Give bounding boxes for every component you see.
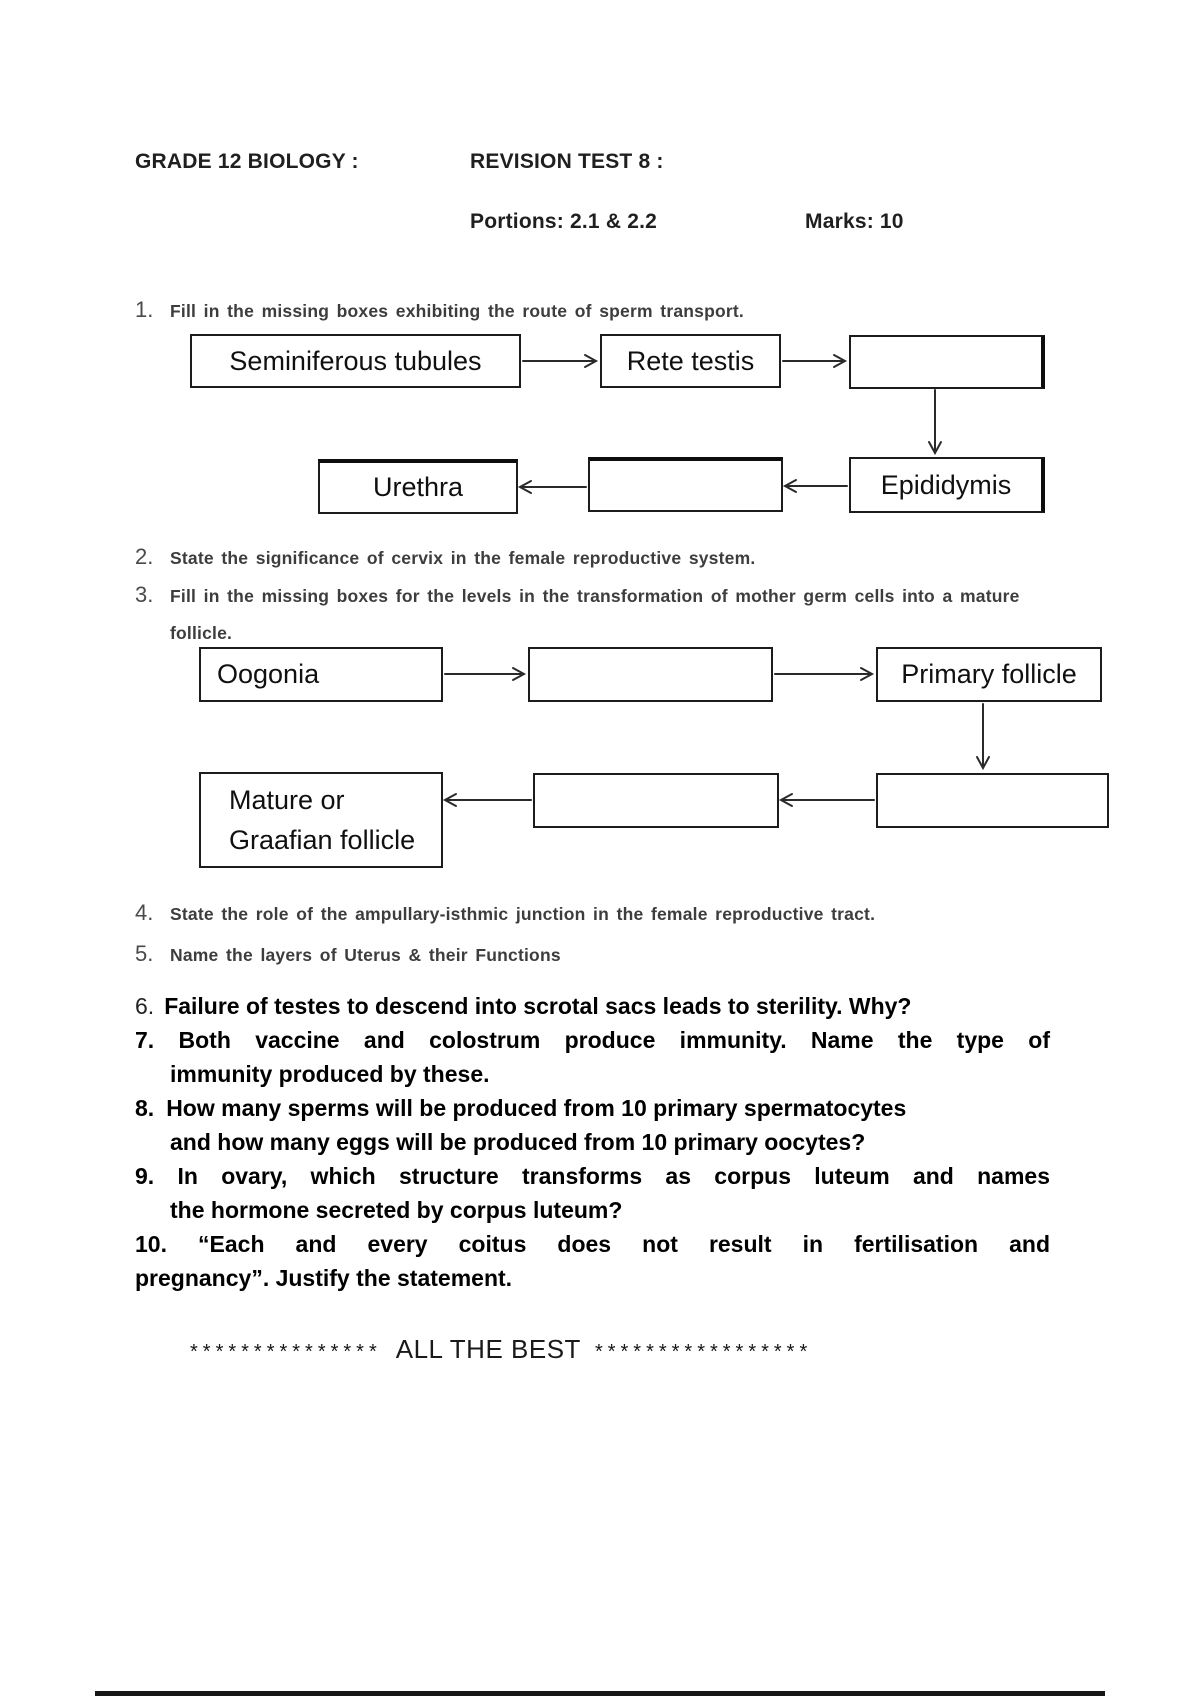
flowchart-box-mature-graafian-follicle: Mature or Graafian follicle <box>199 772 443 868</box>
question-5-text: Name the layers of Uterus & their Functi… <box>170 945 561 965</box>
question-10: 10. “Each and every coitus does not resu… <box>135 1227 1050 1295</box>
arrow-left-icon <box>782 479 848 493</box>
flowchart-box-urethra: Urethra <box>318 459 518 514</box>
question-2-number: 2. <box>135 544 154 569</box>
question-2-text: State the significance of cervix in the … <box>170 548 756 568</box>
question-7-text-line-1: Both vaccine and colostrum produce immun… <box>178 1027 1051 1053</box>
marks-label: Marks: 10 <box>805 210 904 233</box>
question-9-text-line-2: the hormone secreted by corpus luteum? <box>170 1197 623 1223</box>
flowchart-blank-box <box>588 457 783 512</box>
flowchart-box-epididymis: Epididymis <box>849 457 1045 513</box>
question-3-number: 3. <box>135 582 154 607</box>
question-9-text-line-1: In ovary, which structure transforms as … <box>177 1163 1051 1189</box>
question-3: 3. Fill in the missing boxes for the lev… <box>135 578 1070 652</box>
question-1: 1. Fill in the missing boxes exhibiting … <box>135 293 1050 330</box>
test-title: REVISION TEST 8 : <box>470 150 664 173</box>
question-6-number: 6. <box>135 993 155 1019</box>
question-6-text: Failure of testes to descend into scrota… <box>164 993 912 1019</box>
bold-question-block: 6. Failure of testes to descend into scro… <box>135 989 1050 1295</box>
flowchart-box-primary-follicle: Primary follicle <box>876 647 1102 702</box>
question-8-text-line-1: How many sperms will be produced from 10… <box>166 1095 907 1121</box>
question-8: 8. How many sperms will be produced from … <box>135 1091 1050 1159</box>
question-3-text-line-1: Fill in the missing boxes for the levels… <box>170 586 1020 606</box>
flowchart-blank-box <box>849 335 1045 389</box>
question-9-number: 9. <box>135 1163 155 1189</box>
footer-message: ALL THE BEST <box>395 1334 581 1364</box>
question-5: 5. Name the layers of Uterus & their Fun… <box>135 937 1070 974</box>
arrow-right-icon <box>782 354 848 368</box>
arrow-right-icon <box>444 667 527 681</box>
question-8-number: 8. <box>135 1095 155 1121</box>
footer: *************** ALL THE BEST ***********… <box>190 1334 812 1365</box>
question-2: 2. State the significance of cervix in t… <box>135 540 1050 577</box>
flowchart-box-rete-testis: Rete testis <box>600 334 781 388</box>
question-8-text-line-2: and how many eggs will be produced from … <box>170 1129 866 1155</box>
course-title: GRADE 12 BIOLOGY : <box>135 150 359 173</box>
portions-label: Portions: 2.1 & 2.2 <box>470 210 658 233</box>
question-1-number: 1. <box>135 297 154 322</box>
flowchart-box-oogonia: Oogonia <box>199 647 443 702</box>
question-7-number: 7. <box>135 1027 155 1053</box>
question-6: 6. Failure of testes to descend into scro… <box>135 989 1050 1023</box>
question-10-number: 10. <box>135 1231 167 1257</box>
question-4-text: State the role of the ampullary-isthmic … <box>170 904 876 924</box>
footer-stars-right: ***************** <box>594 1341 813 1363</box>
question-10-text-line-1: “Each and every coitus does not result i… <box>198 1231 1050 1257</box>
page-edge-bar <box>95 1691 1105 1696</box>
arrow-right-icon <box>522 354 599 368</box>
question-4-number: 4. <box>135 900 154 925</box>
question-10-text-line-2: pregnancy”. Justify the statement. <box>135 1265 513 1291</box>
arrow-down-icon <box>928 389 942 456</box>
flowchart-box-seminiferous-tubules: Seminiferous tubules <box>190 334 521 388</box>
question-9: 9. In ovary, which structure transforms … <box>135 1159 1050 1227</box>
mature-follicle-label-line-1: Mature or <box>229 785 345 815</box>
arrow-right-icon <box>774 667 875 681</box>
question-7: 7. Both vaccine and colostrum produce im… <box>135 1023 1050 1091</box>
arrow-left-icon <box>778 793 875 807</box>
mature-follicle-label-line-2: Graafian follicle <box>229 825 416 855</box>
question-5-number: 5. <box>135 941 154 966</box>
flowchart-blank-box <box>876 773 1109 828</box>
question-7-text-line-2: immunity produced by these. <box>170 1061 490 1087</box>
question-1-text: Fill in the missing boxes exhibiting the… <box>170 301 744 321</box>
flowchart-blank-box <box>528 647 773 702</box>
arrow-left-icon <box>442 793 532 807</box>
question-4: 4. State the role of the ampullary-isthm… <box>135 896 1070 933</box>
arrow-left-icon <box>517 480 587 494</box>
question-3-text-line-2: follicle. <box>170 623 233 643</box>
footer-stars-left: *************** <box>190 1341 382 1363</box>
flowchart-blank-box <box>533 773 779 828</box>
arrow-down-icon <box>976 703 990 771</box>
